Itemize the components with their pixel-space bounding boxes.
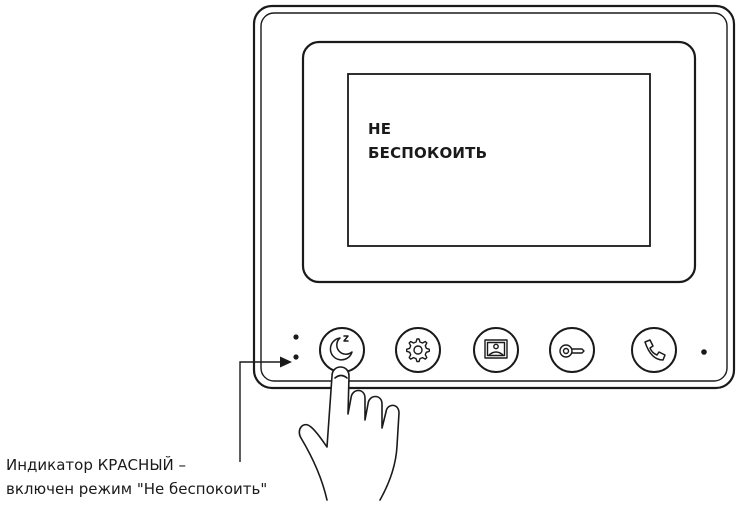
microphone-dot — [701, 349, 707, 355]
monitor-body-outer — [252, 4, 736, 390]
gear-icon — [406, 338, 430, 363]
do-not-disturb-moon-icon — [329, 335, 353, 361]
phone-handset-icon — [644, 339, 666, 361]
do-not-disturb-button[interactable] — [319, 327, 365, 373]
settings-button[interactable] — [395, 327, 441, 373]
door-unlock-button[interactable] — [549, 327, 595, 373]
indicator-led-top — [293, 334, 299, 340]
indicator-led-red — [293, 354, 299, 360]
monitor-body-inner — [260, 12, 728, 382]
screen-bezel — [301, 40, 697, 284]
hand-pointer-icon — [298, 366, 400, 501]
screen-message-line-2: БЕСПОКОИТЬ — [368, 144, 488, 162]
indicator-caption-line-1: Индикатор КРАСНЫЙ – — [6, 456, 187, 474]
photo-gallery-icon — [484, 339, 508, 359]
door-key-icon — [559, 344, 585, 358]
photo-gallery-button[interactable] — [473, 327, 519, 373]
indicator-caption-line-2: включен режим "Не беспокоить" — [6, 480, 268, 498]
indicator-pointer — [239, 356, 292, 462]
screen-display — [347, 73, 651, 247]
screen-message-line-1: НЕ — [368, 120, 392, 138]
call-button[interactable] — [631, 327, 677, 373]
